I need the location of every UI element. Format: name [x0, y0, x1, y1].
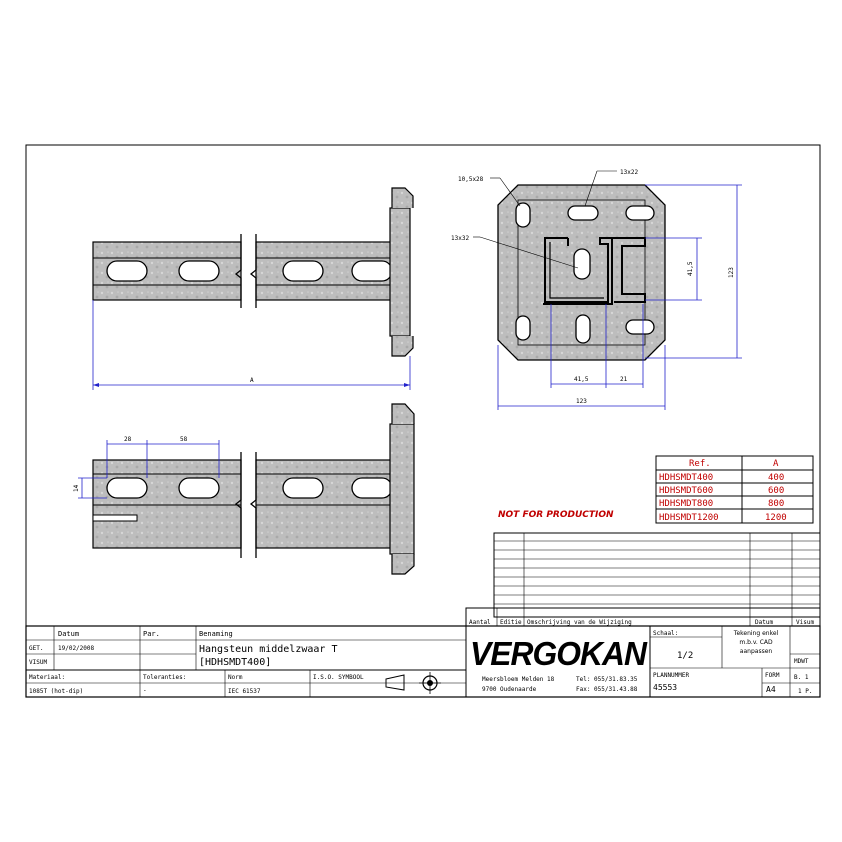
dim-slot-spacing: 58 [180, 436, 188, 443]
dim-offset: 21 [620, 376, 628, 383]
label-norm: Norm [228, 674, 243, 681]
plannummer-value: 45553 [653, 683, 677, 692]
end-plate [389, 423, 415, 555]
dim-plate-width-v: 123 [728, 267, 735, 278]
drawing-title-line2: [HDHSMDT400] [199, 657, 271, 668]
label-par: Par. [143, 630, 160, 638]
dim-channel-depth-v: 41,5 [687, 261, 694, 276]
rev-header-visum: Visum [796, 619, 814, 626]
a-cell: 800 [768, 499, 784, 509]
rev-header-aantal: Aantal [469, 619, 491, 626]
revision-table: Aantal Editie Omschrijving van de Wijzig… [465, 532, 821, 627]
label-iso-symbool: I.S.O. SYMBOOL [313, 674, 364, 681]
label-materiaal: Materiaal: [29, 674, 65, 681]
label-hole-center: 13x32 [451, 235, 469, 242]
end-plate [389, 207, 411, 337]
company-address1: Meersbloem Melden 18 [482, 676, 555, 683]
a-cell: 1200 [765, 513, 787, 523]
ref-cell: HDHSMDT1200 [659, 513, 719, 523]
dim-slot-height: 14 [73, 484, 80, 492]
mdwt-label: MDWT [794, 658, 809, 665]
company-tel: Tel: 055/31.83.35 [576, 676, 638, 683]
label-hole-corner: 10,5x28 [458, 176, 484, 183]
ref-header: Ref. [689, 459, 711, 469]
drawing-frame [25, 144, 821, 698]
slot [106, 260, 148, 282]
label-get: GET. [29, 645, 43, 652]
a-cell: 600 [768, 486, 784, 496]
rev-header-datum: Datum [755, 619, 773, 626]
slot [282, 477, 324, 499]
blad-value: B. 1 [794, 674, 809, 681]
norm-value: IEC 61537 [228, 688, 261, 695]
slot [282, 260, 324, 282]
plate-front-view: 13x22 10,5x28 13x32 41,5 21 123 41,5 123 [451, 169, 742, 410]
dim-slot-pitch: 28 [124, 436, 132, 443]
label-form: FORM [765, 672, 780, 679]
ref-cell: HDHSMDT800 [659, 499, 713, 509]
rev-header-editie: Editie [500, 619, 522, 626]
label-hole-top: 13x22 [620, 169, 638, 176]
schaal-value: 1/2 [677, 651, 693, 661]
label-toleranties: Toleranties: [143, 674, 186, 681]
rev-header-omschrijving: Omschrijving van de Wijziging [527, 619, 632, 626]
top-side-view: A [92, 187, 414, 390]
a-cell: 400 [768, 473, 784, 483]
materiaal-value: 1085T (hot-dip) [29, 688, 83, 695]
hole [567, 205, 599, 221]
dim-length-a: A [250, 377, 254, 384]
hole [573, 248, 591, 280]
hole [575, 314, 591, 344]
cad-note: Tekening enkel m.b.v. CAD aanpassen [734, 630, 778, 655]
hole [625, 319, 655, 335]
company-fax: Fax: 055/31.43.88 [576, 686, 638, 693]
hole [515, 202, 531, 228]
bottom-side-view: 28 58 14 [73, 403, 415, 575]
label-datum: Datum [58, 630, 79, 638]
ref-cell: HDHSMDT600 [659, 486, 713, 496]
slot [351, 260, 393, 282]
company-address2: 9700 Oudenaarde [482, 686, 537, 693]
ref-cell: HDHSMDT400 [659, 473, 713, 483]
slot [106, 477, 148, 499]
slot [178, 260, 220, 282]
label-visum: VISUM [29, 659, 47, 666]
a-header: A [773, 459, 779, 469]
slot [178, 477, 220, 499]
company-logo: VERGOKAN [470, 635, 648, 672]
toleranties-value: - [143, 687, 147, 694]
ref-table: Ref. A HDHSMDT400 400 HDHSMDT600 600 HDH… [655, 455, 814, 524]
hole [625, 205, 655, 221]
dim-channel-depth-h: 41,5 [574, 376, 589, 383]
title-block: Datum Par. Benaming GET. 19/02/2008 VISU… [25, 625, 821, 698]
dim-plate-width-h: 123 [576, 398, 587, 405]
label-schaal: Schaal: [653, 630, 678, 637]
hole [515, 315, 531, 341]
label-plannummer: PLANNUMMER [653, 672, 690, 679]
get-date: 19/02/2008 [58, 645, 95, 652]
iso-projection-symbol [385, 672, 441, 694]
label-benaming: Benaming [199, 630, 233, 638]
slot [351, 477, 393, 499]
pages-value: 1 P. [798, 688, 812, 695]
form-value: A4 [766, 685, 776, 694]
drawing-title-line1: Hangsteun middelzwaar T [199, 644, 337, 655]
not-for-production-notice: NOT FOR PRODUCTION [498, 510, 614, 520]
